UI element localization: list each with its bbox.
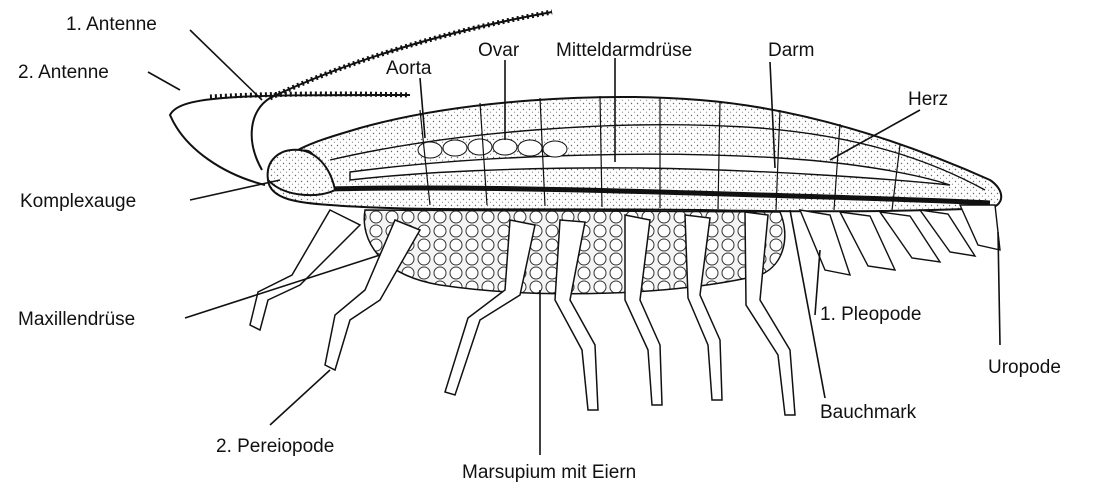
label-herz: Herz bbox=[908, 89, 948, 110]
label-mitteldarmdruese: Mitteldarmdrüse bbox=[556, 40, 692, 61]
label-ovar: Ovar bbox=[478, 40, 520, 61]
label-maxillendruese: Maxillendrüse bbox=[18, 309, 135, 330]
label-aorta: Aorta bbox=[386, 58, 432, 79]
pleopod-1 bbox=[800, 210, 850, 275]
label-uropode: Uropode bbox=[988, 357, 1061, 378]
label-pleopode-1: 1. Pleopode bbox=[820, 304, 921, 325]
pleopods bbox=[800, 210, 975, 275]
label-pereiopode-2: 2. Pereiopode bbox=[216, 436, 334, 457]
body bbox=[268, 96, 1002, 211]
label-komplexauge: Komplexauge bbox=[20, 191, 136, 212]
label-marsupium: Marsupium mit Eiern bbox=[462, 462, 636, 483]
label-antenne-2: 2. Antenne bbox=[18, 62, 109, 83]
label-bauchmark: Bauchmark bbox=[820, 402, 917, 423]
label-antenne-1: 1. Antenne bbox=[66, 14, 157, 35]
label-darm: Darm bbox=[768, 40, 814, 61]
